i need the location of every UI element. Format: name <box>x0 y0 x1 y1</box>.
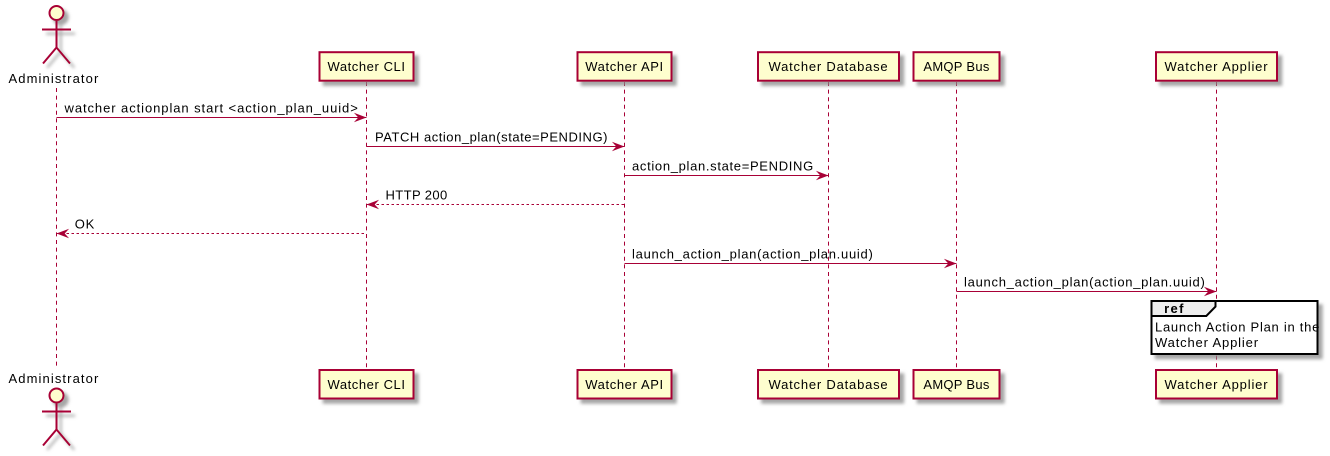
svg-text:Administrator: Administrator <box>9 71 100 86</box>
svg-text:OK: OK <box>75 216 95 231</box>
svg-text:Watcher API: Watcher API <box>585 377 664 392</box>
svg-text:Watcher CLI: Watcher CLI <box>327 59 405 74</box>
svg-text:AMQP Bus: AMQP Bus <box>923 377 989 392</box>
svg-text:ref: ref <box>1164 301 1185 316</box>
svg-text:Watcher Applier: Watcher Applier <box>1165 59 1269 74</box>
svg-text:AMQP Bus: AMQP Bus <box>923 59 989 74</box>
svg-text:Watcher CLI: Watcher CLI <box>327 377 405 392</box>
svg-text:PATCH action_plan(state=PENDIN: PATCH action_plan(state=PENDING) <box>375 129 608 144</box>
svg-text:Watcher Database: Watcher Database <box>769 377 889 392</box>
svg-text:watcher actionplan start <acti: watcher actionplan start <action_plan_uu… <box>64 100 359 115</box>
svg-text:Launch Action Plan in the: Launch Action Plan in the <box>1155 320 1320 335</box>
svg-text:Watcher API: Watcher API <box>585 59 664 74</box>
svg-text:action_plan.state=PENDING: action_plan.state=PENDING <box>632 158 814 173</box>
svg-text:Watcher Database: Watcher Database <box>769 59 889 74</box>
svg-text:launch_action_plan(action_plan: launch_action_plan(action_plan.uuid) <box>632 246 874 261</box>
svg-text:Watcher Applier: Watcher Applier <box>1165 377 1269 392</box>
svg-text:HTTP 200: HTTP 200 <box>386 187 448 202</box>
svg-text:Administrator: Administrator <box>9 371 100 386</box>
svg-text:launch_action_plan(action_plan: launch_action_plan(action_plan.uuid) <box>964 274 1206 289</box>
svg-text:Watcher Applier: Watcher Applier <box>1155 335 1259 350</box>
